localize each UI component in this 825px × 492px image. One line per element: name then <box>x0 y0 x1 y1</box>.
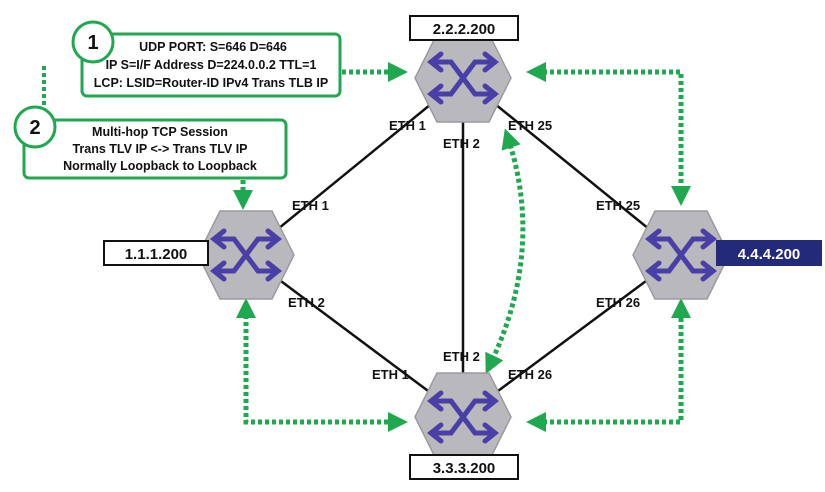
svg-text:3.3.3.200: 3.3.3.200 <box>433 460 496 477</box>
router-label-r4: 4.4.4.200 <box>716 240 822 266</box>
ldp-sessions <box>233 62 691 432</box>
router-crossed-arrows-icon <box>426 51 500 105</box>
router-crossed-arrows-icon <box>209 228 283 282</box>
interface-label: ETH 1 <box>292 198 329 213</box>
note-number-badge <box>71 20 115 64</box>
note-number: 1 <box>87 32 98 54</box>
interface-label: ETH 26 <box>508 367 552 382</box>
router-r2[interactable] <box>414 33 512 123</box>
interface-label: ETH 1 <box>389 118 426 133</box>
router-r3[interactable] <box>414 372 512 462</box>
svg-text:2.2.2.200: 2.2.2.200 <box>433 21 496 38</box>
interface-label: ETH 25 <box>596 198 640 213</box>
interface-label: ETH 1 <box>372 367 409 382</box>
router-r4[interactable] <box>632 210 730 300</box>
note-line: Multi-hop TCP Session <box>92 125 228 139</box>
note-line: Normally Loopback to Loopback <box>63 159 257 173</box>
router-crossed-arrows-icon <box>644 228 718 282</box>
svg-text:1.1.1.200: 1.1.1.200 <box>125 246 188 263</box>
interface-label: ETH 2 <box>443 349 480 364</box>
router-crossed-arrows-icon <box>426 390 500 444</box>
note-udp-discovery: 1 UDP PORT: S=646 D=646 IP S=I/F Address… <box>71 20 342 98</box>
router-label-r1: 1.1.1.200 <box>103 240 209 266</box>
note-tcp-session: 2 Multi-hop TCP Session Trans TLV IP <->… <box>13 105 288 180</box>
svg-text:4.4.4.200: 4.4.4.200 <box>738 246 801 263</box>
note-number: 2 <box>29 117 40 139</box>
router-r1[interactable] <box>197 210 295 300</box>
interface-label: ETH 26 <box>596 295 640 310</box>
session-r1-r3 <box>236 298 408 432</box>
interface-labels: ETH 1 ETH 1 ETH 2 ETH 1 ETH 2 ETH 2 ETH … <box>288 118 640 382</box>
interface-label: ETH 25 <box>508 118 552 133</box>
note-line: Trans TLV IP <-> Trans TLV IP <box>72 142 247 156</box>
router-label-r2: 2.2.2.200 <box>409 15 519 41</box>
interface-label: ETH 2 <box>288 295 325 310</box>
note-line: IP S=I/F Address D=224.0.0.2 TTL=1 <box>106 58 317 72</box>
session-r2-r3 <box>485 128 526 375</box>
link-r1-r2 <box>245 77 464 256</box>
note-line: LCP: LSID=Router-ID IPv4 Trans TLB IP <box>94 76 328 90</box>
note-line: UDP PORT: S=646 D=646 <box>139 40 287 54</box>
note-number-badge <box>13 105 57 149</box>
session-r3-r4 <box>526 298 691 432</box>
interface-label: ETH 2 <box>443 136 480 151</box>
session-r2-r4 <box>526 62 691 206</box>
router-label-r3: 3.3.3.200 <box>409 454 519 480</box>
physical-links <box>245 77 682 419</box>
